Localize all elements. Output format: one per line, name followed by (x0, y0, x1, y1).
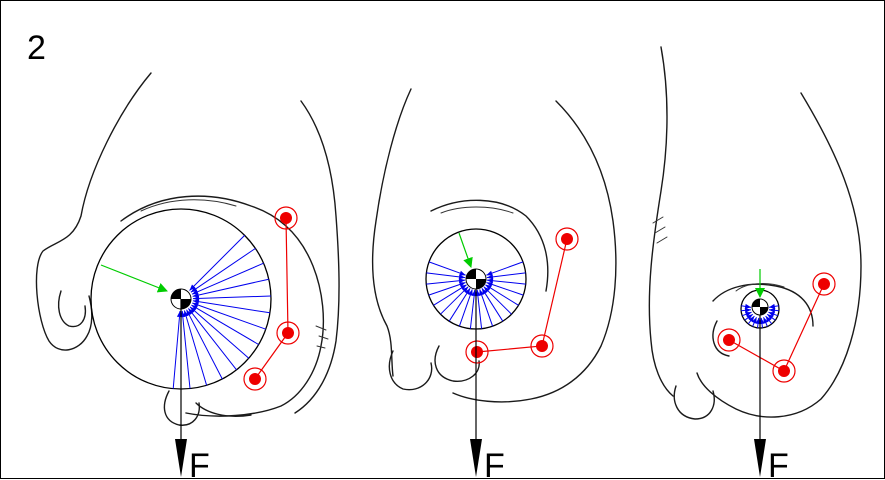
figure-number: 2 (27, 29, 46, 67)
center-of-mass-icon (752, 299, 768, 315)
force-arrow: F (754, 315, 789, 480)
hand-outline (36, 73, 339, 425)
contact-normal-line (173, 311, 180, 389)
down-arrow-icon (175, 439, 187, 477)
approach-arrow (459, 233, 471, 267)
panel-medium-object: F (373, 89, 616, 480)
force-label: F (768, 447, 789, 480)
approach-arrow (101, 265, 167, 291)
joint-icon (813, 273, 835, 295)
contact-normal-line (193, 301, 270, 313)
panel-small-object: F (649, 47, 861, 480)
finger-linkage (718, 273, 835, 382)
force-label: F (484, 447, 505, 480)
down-arrow-icon (470, 439, 482, 477)
down-arrow-icon (754, 439, 766, 477)
contact-normal-line (190, 235, 245, 290)
contact-normal-arrowhead (745, 304, 751, 309)
contact-normal-line (182, 311, 190, 389)
joint-icon (244, 368, 266, 390)
contact-normals (173, 235, 271, 388)
joint-icon (718, 329, 740, 351)
contact-normal-line (193, 296, 271, 299)
contact-normal-arrowhead (769, 304, 775, 309)
finger-linkage (466, 228, 578, 363)
joint-icon (556, 228, 578, 250)
contact-normal-line (184, 311, 206, 386)
force-arrow: F (470, 289, 505, 480)
hand-outline (649, 47, 861, 419)
force-label: F (189, 447, 210, 480)
joint-icon (773, 360, 795, 382)
contact-normal-arrowhead (459, 271, 466, 276)
joint-icon (466, 341, 488, 363)
contact-normal-arrowhead (486, 271, 493, 276)
contact-normal-line (191, 248, 256, 292)
contact-normal-line (193, 279, 269, 296)
center-of-mass-icon (466, 269, 486, 289)
contact-normal-line (192, 263, 264, 294)
hand-outline (373, 89, 616, 402)
joint-icon (531, 335, 553, 357)
panel-large-object: F (36, 73, 339, 480)
